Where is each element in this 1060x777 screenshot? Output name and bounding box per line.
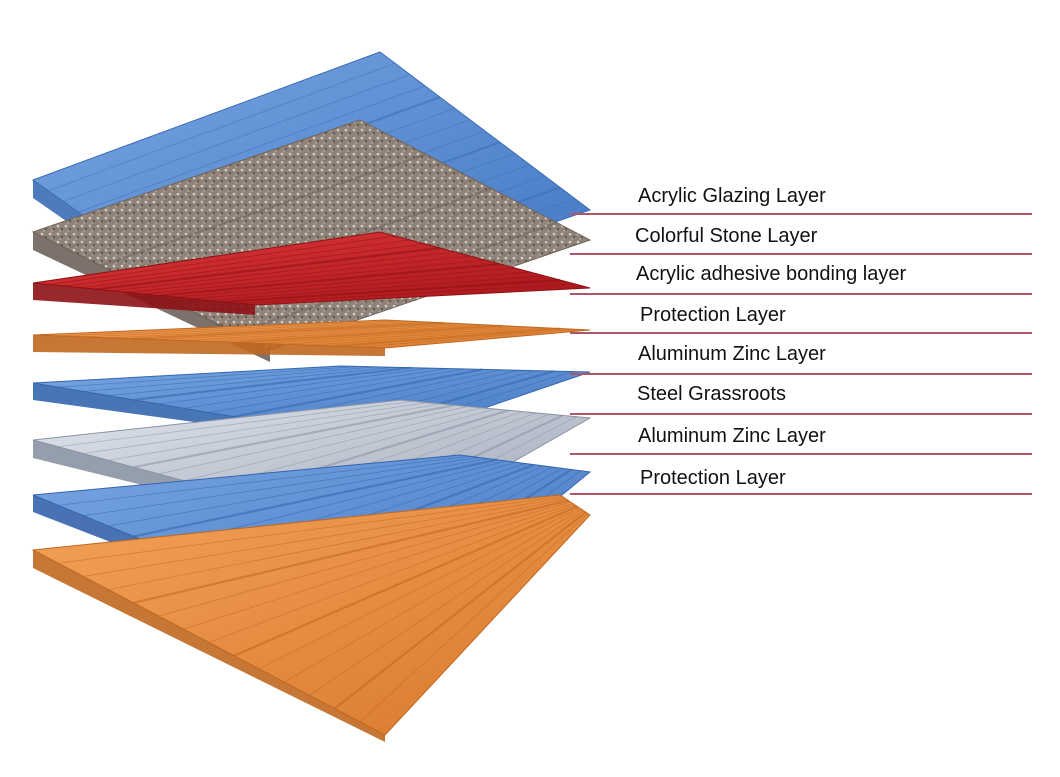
sheet-protection-bottom	[31, 494, 591, 742]
layer-label-aluminum-zinc-bottom: Aluminum Zinc Layer	[638, 425, 826, 447]
layer-label-protection-bottom: Protection Layer	[640, 467, 786, 489]
sheet-protection-top	[32, 319, 591, 356]
layer-label-acrylic-glazing: Acrylic Glazing Layer	[638, 185, 826, 207]
layer-label-acrylic-adhesive: Acrylic adhesive bonding layer	[636, 263, 907, 285]
layer-label-protection-top: Protection Layer	[640, 304, 786, 326]
layer-label-colorful-stone: Colorful Stone Layer	[635, 225, 818, 247]
sheet-acrylic-adhesive	[32, 231, 591, 315]
layer-label-steel-grassroots: Steel Grassroots	[637, 383, 786, 405]
layer-label-aluminum-zinc-top: Aluminum Zinc Layer	[638, 343, 826, 365]
